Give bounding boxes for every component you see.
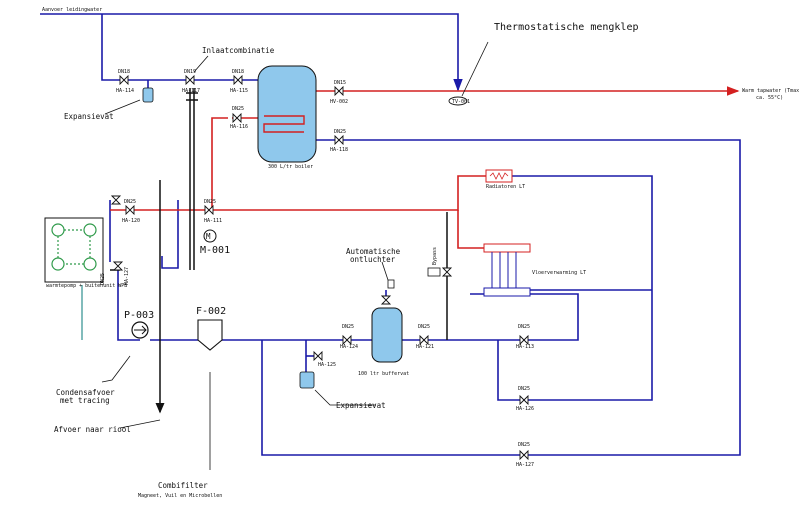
valve-dn-118: DN25 xyxy=(334,129,346,135)
black-pipework xyxy=(110,88,448,414)
heatpump-caption: warmtepomp + buitenunit WPB xyxy=(46,283,127,289)
radiator-symbol xyxy=(485,169,513,183)
hot-out-label-2: ca. 55°C) xyxy=(756,95,783,101)
valve-dn-113: DN25 xyxy=(518,324,530,330)
auto-vent-label-2: ontluchter xyxy=(350,255,396,264)
radiator-wave xyxy=(489,172,509,180)
drain-label: Afvoer naar riool xyxy=(54,425,131,434)
pump-arrow-icon xyxy=(134,325,147,335)
floor-heating-loops xyxy=(491,252,517,288)
motor-letter: M xyxy=(206,232,211,241)
motor-symbol xyxy=(203,229,217,243)
valve-dn-120: DN25 xyxy=(124,199,136,205)
valve-tag-tv001: TV-001 xyxy=(452,99,470,105)
expansion-vessel-top xyxy=(142,87,154,103)
valve-dn-126: DN25 xyxy=(518,386,530,392)
f002-tag: F-002 xyxy=(196,306,226,317)
valve-dn-116: DN25 xyxy=(232,106,244,112)
valve-tags: DN18 HA-114 DN19 HA-117 DN18 HA-115 DN25… xyxy=(100,69,534,468)
valve-dn-121: DN25 xyxy=(418,324,430,330)
valve-tag-111: HA-111 xyxy=(204,218,222,224)
combifilter-sub-label: Magneet, Vuil en Microbellen xyxy=(138,493,222,499)
cold-supply-label: Aanvoer leidingwater xyxy=(42,7,102,13)
thermo-valve-label: Thermostatische mengklep xyxy=(494,22,639,33)
blue-pipework xyxy=(40,13,741,456)
valve-tag-118: HA-118 xyxy=(330,147,348,153)
boiler-coil xyxy=(263,115,305,133)
valve-tag-left: HA-127 xyxy=(124,267,130,285)
floor-heating-return-manifold xyxy=(483,287,531,297)
valve-tag-117: HA-117 xyxy=(182,88,200,94)
valve-tag-115: HA-115 xyxy=(230,88,248,94)
expansion-bottom-label: Expansievat xyxy=(336,401,386,410)
valve-tag-120: HA-120 xyxy=(122,218,140,224)
m001-tag: M-001 xyxy=(200,245,230,256)
expansion-top-label: Expansievat xyxy=(64,112,114,121)
valve-dn-115: DN18 xyxy=(232,69,244,75)
combifilter-symbol xyxy=(197,319,223,351)
valve-tag-114: HA-114 xyxy=(116,88,134,94)
auto-vent-label-1: Automatische xyxy=(346,247,401,256)
floor-heating-label: Vloerverwarming LT xyxy=(532,270,586,276)
valve-dn-111: DN25 xyxy=(204,199,216,205)
inlet-combo-label: Inlaatcombinatie xyxy=(202,46,275,55)
mixing-valve-symbol xyxy=(448,96,468,106)
valve-dn-124: DN25 xyxy=(342,324,354,330)
valve-dn-114: DN18 xyxy=(118,69,130,75)
bypass-actuator xyxy=(427,267,441,277)
valve-tag-124: HA-124 xyxy=(340,344,358,350)
hot-out-label-1: Warm tapwater (Tmax xyxy=(742,88,799,94)
boiler-tank xyxy=(257,65,317,163)
boiler-label: 300 L/tr boiler xyxy=(268,164,313,170)
radiators-label: Radiatoren LT xyxy=(486,184,525,190)
valve-tag-116: HA-116 xyxy=(230,124,248,130)
valve-tag-002: HV-002 xyxy=(330,99,348,105)
leader-lines xyxy=(101,41,489,470)
p003-tag: P-003 xyxy=(124,310,154,321)
auto-vent-symbol xyxy=(387,279,395,289)
valve-dn-127: DN25 xyxy=(518,442,530,448)
buffer-label: 100 ltr buffervat xyxy=(358,371,409,377)
valve-dn-left: DN25 xyxy=(100,273,106,285)
combifilter-label: Combifilter xyxy=(158,481,208,490)
condensate-label-2: met tracing xyxy=(60,396,110,405)
floor-heating-supply-manifold xyxy=(483,243,531,253)
heatpump-unit xyxy=(44,217,104,283)
valve-dn-117: DN19 xyxy=(184,69,196,75)
heatpump-internals xyxy=(51,223,97,271)
valve-dn-002: DN15 xyxy=(334,80,346,86)
valve-symbols xyxy=(110,74,529,461)
bypass-label: Bypass xyxy=(432,247,438,265)
condensate-label-1: Condensafvoer xyxy=(56,388,115,397)
valve-tag-121: HA-121 xyxy=(416,344,434,350)
buffer-tank xyxy=(371,307,403,363)
valve-tag-127: HA-127 xyxy=(516,462,534,468)
valve-tag-126: HA-126 xyxy=(516,406,534,412)
valve-tag-113: HA-113 xyxy=(516,344,534,350)
valve-tag-125: HA-125 xyxy=(318,362,336,368)
expansion-vessel-bottom xyxy=(299,371,315,389)
red-pipework xyxy=(110,86,740,249)
